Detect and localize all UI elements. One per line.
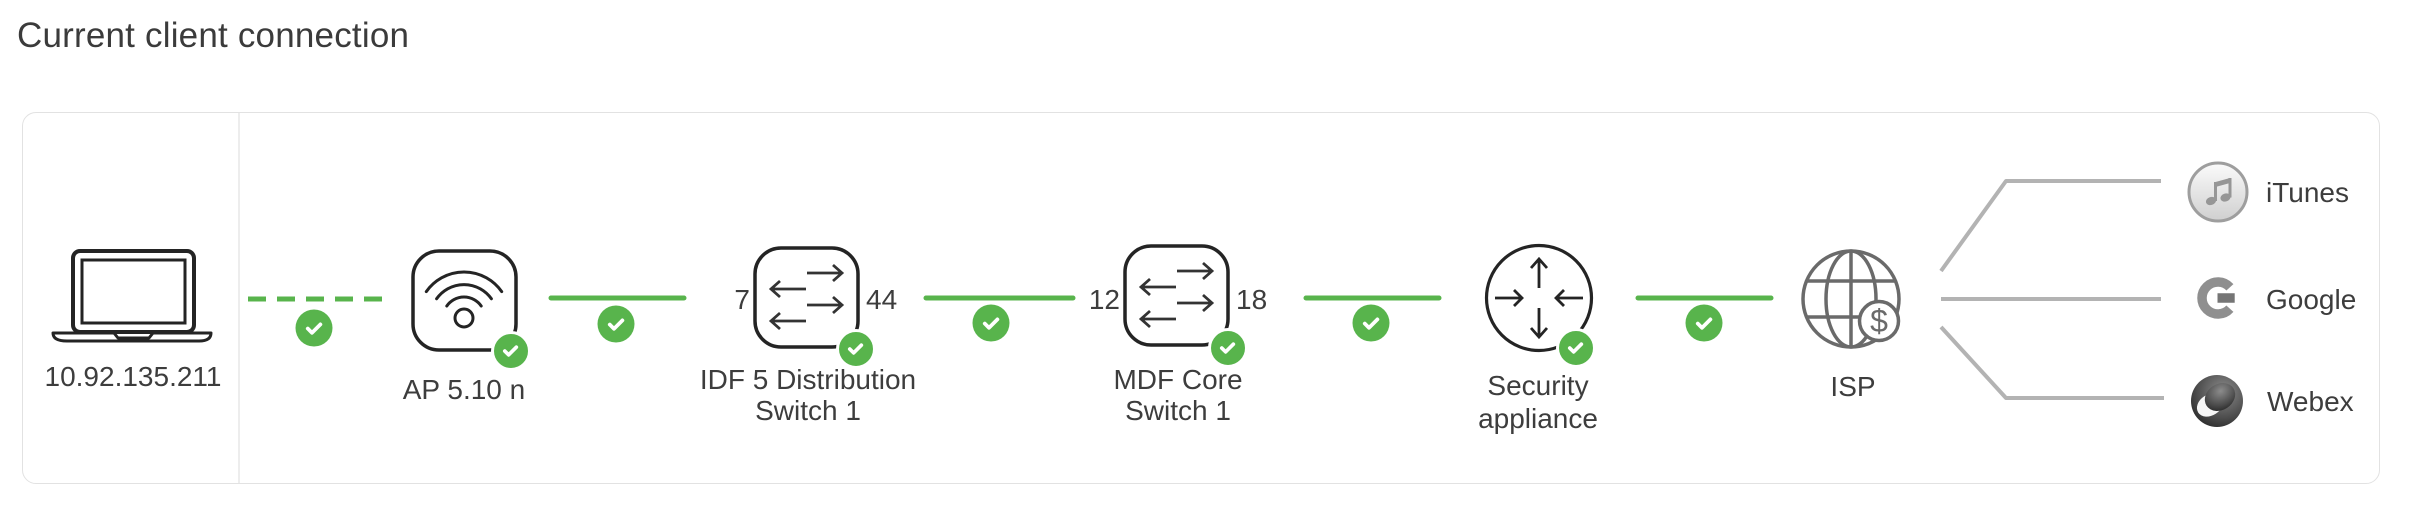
device-status-check-icon [491, 331, 531, 371]
client-ip-label: 10.92.135.211 [44, 361, 222, 392]
laptop-icon[interactable] [50, 248, 214, 343]
access-point-label: AP 5.10 n [402, 374, 526, 405]
idf-port-out: 44 [866, 284, 898, 315]
idf-port-in: 7 [734, 284, 750, 315]
idf-switch-label: IDF 5 Distribution Switch 1 [699, 364, 917, 426]
link-status-check-icon [1352, 304, 1390, 342]
security-appliance-icon[interactable] [1483, 242, 1595, 354]
link-status-check-icon [597, 305, 635, 343]
mdf-switch-label: MDF Core Switch 1 [1113, 364, 1243, 426]
google-icon [2197, 277, 2235, 319]
client-pane-divider [238, 113, 240, 483]
dollar-icon: $ [1870, 303, 1888, 339]
mdf-port-out: 18 [1236, 284, 1268, 315]
destination-label-webex: Webex [2267, 386, 2354, 417]
link-status-check-icon [1685, 304, 1723, 342]
webex-icon [2191, 375, 2243, 427]
page-title: Current client connection [17, 16, 410, 55]
connection-topology-card: 10.92.135.211 AP 5.10 n 7 44 IDF 5 Distr… [22, 112, 2380, 484]
branch-line-itunes [1939, 179, 2161, 273]
itunes-icon [2187, 161, 2249, 223]
isp-globe-icon[interactable]: $ [1799, 249, 1909, 359]
switch-icon-mdf[interactable] [1123, 244, 1230, 347]
link-status-check-icon [295, 309, 333, 347]
security-appliance-label: Security appliance [1478, 370, 1598, 434]
isp-label: ISP [1830, 371, 1876, 402]
device-status-check-icon [1556, 328, 1596, 368]
branch-line-webex [1939, 325, 2164, 400]
destination-label-itunes: iTunes [2266, 177, 2350, 208]
isp-dollar-badge [1857, 299, 1901, 343]
device-status-check-icon [836, 329, 876, 369]
link-status-check-icon [972, 304, 1010, 342]
switch-icon-idf[interactable] [753, 246, 860, 349]
device-status-check-icon [1208, 328, 1248, 368]
access-point-icon[interactable] [411, 249, 518, 352]
mdf-port-in: 12 [1088, 284, 1120, 315]
destination-label-google: Google [2266, 284, 2357, 315]
